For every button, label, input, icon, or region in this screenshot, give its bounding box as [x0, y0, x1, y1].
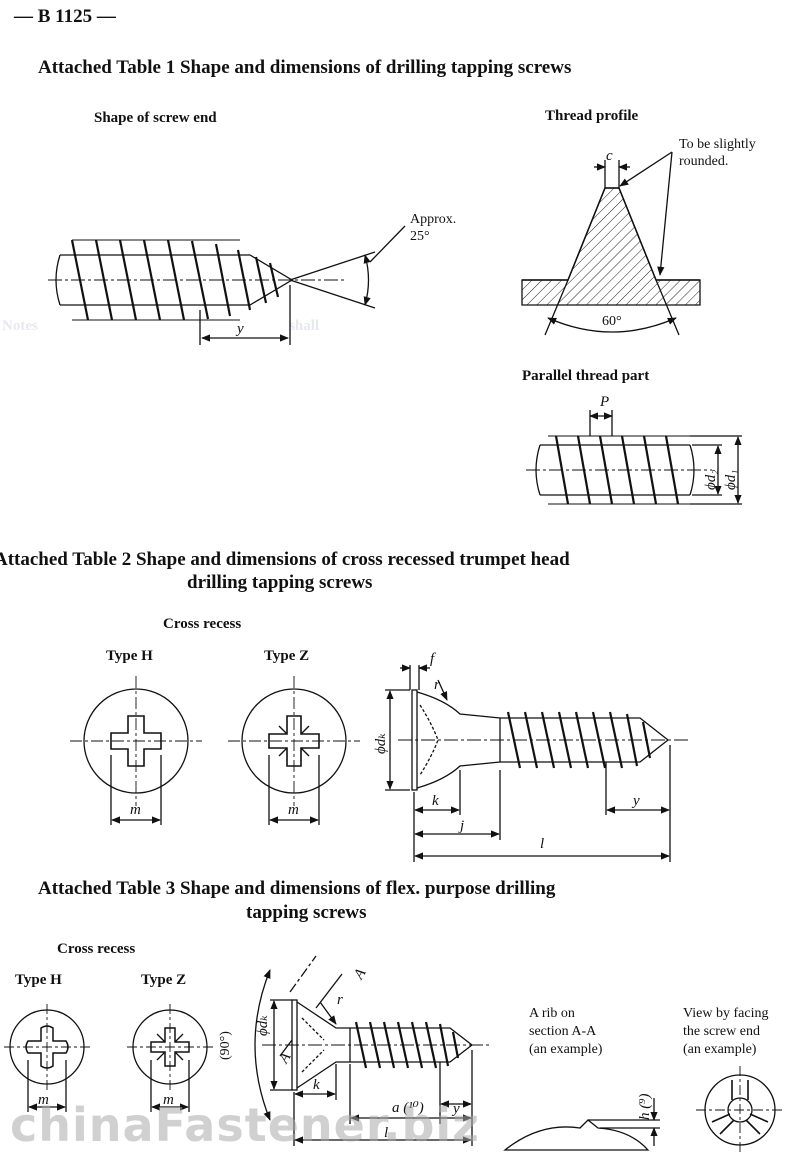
rib-section-drawing — [503, 1098, 660, 1151]
trumpet-head-screw — [385, 664, 690, 862]
watermark-text: chinaFastener.biz — [10, 1098, 480, 1152]
page-number: — B 1125 — — [14, 6, 116, 27]
table3-a-label: a (¹⁰) — [392, 1100, 424, 1116]
view-note-line3: (an example) — [683, 1042, 757, 1057]
table3-type-z-label: Type Z — [141, 972, 187, 988]
c-dimension-label: c — [606, 148, 613, 164]
rounded-note-line2: rounded. — [679, 154, 729, 169]
table2-type-z-recess — [228, 676, 360, 825]
thread-profile-drawing — [521, 151, 701, 336]
table2-title-line2: drilling tapping screws — [187, 572, 373, 593]
table3-m-label-h: m — [38, 1092, 49, 1108]
rib-note-line1: A rib on — [529, 1006, 575, 1021]
table2-l-label: l — [540, 836, 545, 852]
table3-type-h-label: Type H — [15, 972, 62, 988]
table2-y-label: y — [633, 793, 640, 809]
table1-title: Attached Table 1 Shape and dimensions of… — [38, 57, 572, 78]
parallel-thread-drawing — [526, 410, 742, 505]
table2-r-label: r — [434, 677, 440, 693]
bleed-through-text: Notes shall — [2, 318, 320, 334]
table3-l-label: l — [384, 1125, 389, 1141]
table3-cross-recess-heading: Cross recess — [57, 941, 136, 957]
pitch-label: P — [600, 394, 610, 410]
table3-k-label: k — [313, 1077, 320, 1093]
approx-angle: 25° — [410, 229, 430, 244]
table2-type-h-label: Type H — [106, 648, 153, 664]
table3-type-z-recess — [127, 1004, 215, 1112]
table3-title-line1: Attached Table 3 Shape and dimensions of… — [38, 878, 556, 899]
table2-f-label: f — [430, 651, 435, 667]
parallel-thread-crests — [554, 435, 680, 505]
view-note-line1: View by facing — [683, 1006, 769, 1021]
table2-cross-recess-heading: Cross recess — [163, 616, 242, 632]
table2-m-label-h: m — [130, 802, 141, 818]
table2-m-label-z: m — [288, 802, 299, 818]
screw-end-heading: Shape of screw end — [94, 110, 217, 126]
table3-m-label-z: m — [163, 1092, 174, 1108]
table2-type-h-recess — [70, 676, 202, 825]
screw-end-threads — [70, 239, 280, 321]
approx-label: Approx. — [410, 212, 457, 227]
table3-y-label: y — [453, 1101, 460, 1117]
table3-type-h-recess — [4, 1004, 92, 1112]
table2-j-label: j — [460, 818, 465, 834]
parallel-thread-heading: Parallel thread part — [522, 368, 650, 384]
table3-r-label: r — [337, 992, 343, 1008]
rib-note-line2: section A-A — [529, 1024, 597, 1039]
rounded-note-line1: To be slightly — [679, 137, 756, 152]
table3-title-line2: tapping screws — [246, 902, 367, 923]
trumpet-threads — [506, 711, 652, 769]
table2-title-line1: Attached Table 2 Shape and dimensions of… — [0, 549, 570, 570]
table2-k-label: k — [432, 793, 439, 809]
table2-type-z-label: Type Z — [264, 648, 310, 664]
flex-threads — [354, 1021, 460, 1069]
y-dimension-label: y — [237, 321, 244, 337]
rib-note-line3: (an example) — [529, 1042, 603, 1057]
screw-end-drawing — [48, 225, 406, 345]
thread-profile-heading: Thread profile — [545, 108, 639, 124]
screw-end-view-drawing — [696, 1066, 784, 1154]
flex-purpose-screw — [254, 955, 490, 1146]
view-note-line2: the screw end — [683, 1024, 760, 1039]
